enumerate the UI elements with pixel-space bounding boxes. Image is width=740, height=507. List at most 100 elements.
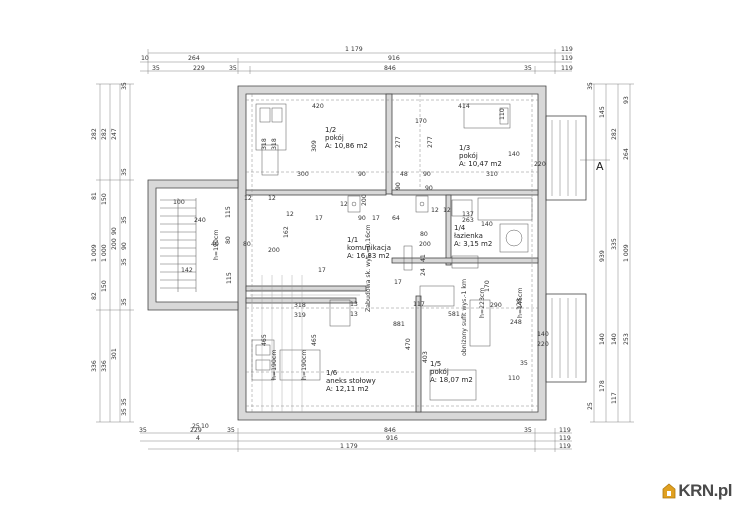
fixtures bbox=[160, 103, 533, 412]
section-mark-label: A bbox=[596, 160, 604, 173]
dim-label: 35 bbox=[524, 65, 532, 72]
right-dim-label: 1 009 bbox=[623, 244, 630, 262]
right-dim-label: 145 bbox=[599, 106, 606, 118]
interior-dim-label: 17 bbox=[372, 215, 380, 222]
interior-dim-label: 310 bbox=[486, 171, 498, 178]
left-dim-label: 1 009 bbox=[91, 244, 98, 262]
section-mark: A bbox=[580, 159, 610, 173]
left-dim-label: 90 bbox=[121, 242, 128, 250]
left-dim-label: 301 bbox=[111, 348, 118, 360]
bottom-dimension-chain: 35 229 35 846 35 119 4 916 119 1 179 119… bbox=[139, 423, 572, 452]
svg-text:1/6: 1/6 bbox=[326, 369, 338, 377]
left-dim-label: 336 bbox=[91, 360, 98, 372]
interior-dim-label: 142 bbox=[181, 267, 193, 274]
interior-dim-label: 80 bbox=[243, 241, 251, 248]
interior-dim-label: 200 bbox=[361, 194, 368, 206]
annotation-text: h=190cm bbox=[213, 230, 220, 260]
room-label-1-3: 1/3 pokój A: 10,47 m2 bbox=[459, 144, 502, 168]
left-dim-label: 150 bbox=[101, 280, 108, 292]
dim-label: 229 bbox=[193, 65, 205, 72]
dim-label: 846 bbox=[384, 65, 396, 72]
interior-dim-label: 17 bbox=[315, 215, 323, 222]
dim-label: 4 bbox=[196, 435, 200, 442]
interior-dim-label: 318 bbox=[271, 138, 278, 150]
interior-dim-label: 12 bbox=[286, 211, 294, 218]
left-dim-label: 247 bbox=[111, 128, 118, 140]
dim-label: 119 bbox=[559, 443, 571, 450]
interior-dim-label: 403 bbox=[422, 351, 429, 363]
interior-dim-label: 470 bbox=[405, 338, 412, 350]
interior-dim-label: 581 bbox=[448, 311, 460, 318]
left-dim-label: 200 bbox=[111, 238, 118, 250]
dim-label: 229 bbox=[190, 427, 202, 434]
plan-annotations: Zabudowa sk. wys.=0,16cm obniżony sufit … bbox=[213, 225, 524, 380]
interior-dim-label: 40 bbox=[211, 241, 219, 248]
dim-label: 35 bbox=[524, 427, 532, 434]
dim-label: 846 bbox=[384, 427, 396, 434]
interior-dim-label: 17 bbox=[318, 267, 326, 274]
interior-walls bbox=[245, 93, 539, 413]
interior-dim-label: 420 bbox=[312, 103, 324, 110]
interior-dim-label: 220 bbox=[534, 161, 546, 168]
interior-dim-label: 277 bbox=[395, 136, 402, 148]
left-dim-label: 81 bbox=[91, 192, 98, 200]
interior-dim-label: 90 bbox=[423, 171, 431, 178]
outer-walls bbox=[147, 85, 587, 421]
svg-text:aneks stołowy: aneks stołowy bbox=[326, 377, 376, 385]
dim-label: 264 bbox=[188, 55, 200, 62]
dim-label: 119 bbox=[559, 427, 571, 434]
interior-dim-label: 115 bbox=[225, 206, 232, 218]
svg-text:1/3: 1/3 bbox=[459, 144, 470, 152]
room-label-1-6: 1/6 aneks stołowy A: 12,11 m2 bbox=[326, 369, 376, 393]
interior-dim-label: 465 bbox=[261, 334, 268, 346]
svg-text:A: 10,47 m2: A: 10,47 m2 bbox=[459, 160, 502, 168]
dim-top-total: 1 179 bbox=[345, 46, 363, 53]
interior-dim-label: 64 bbox=[392, 215, 400, 222]
interior-dim-label: 319 bbox=[294, 312, 306, 319]
interior-dim-label: 24 bbox=[420, 268, 427, 276]
interior-dim-label: 200 bbox=[419, 241, 431, 248]
left-dim-label: 282 bbox=[91, 128, 98, 140]
interior-dim-label: 41 bbox=[420, 254, 427, 262]
interior-dim-label: 309 bbox=[311, 140, 318, 152]
right-dim-label: 178 bbox=[599, 380, 606, 392]
svg-text:A: 10,86 m2: A: 10,86 m2 bbox=[325, 142, 368, 150]
svg-text:1/5: 1/5 bbox=[430, 360, 441, 368]
house-lock-icon bbox=[662, 483, 676, 499]
left-dim-label: 35 bbox=[121, 258, 128, 266]
krn-watermark: KRN.pl bbox=[662, 481, 732, 501]
interior-dim-label: 90 bbox=[395, 182, 402, 190]
interior-dim-label: 80 bbox=[225, 236, 232, 244]
interior-dim-label: 170 bbox=[415, 118, 427, 125]
left-dim-label: 35 bbox=[121, 216, 128, 224]
dim-label: 35 bbox=[139, 427, 147, 434]
interior-dim-label: 140 bbox=[481, 221, 493, 228]
interior-dim-label: 115 bbox=[226, 272, 233, 284]
dim-label: 35 bbox=[229, 65, 237, 72]
right-dim-label: 25 bbox=[587, 402, 594, 410]
dim-label: 119 bbox=[561, 55, 573, 62]
annotation-text: obniżony sufit wys.-1 km bbox=[461, 279, 468, 356]
interior-dim-label: 90 bbox=[358, 171, 366, 178]
dim-label: 916 bbox=[388, 55, 400, 62]
interior-dim-label: 140 bbox=[508, 151, 520, 158]
interior-dim-label: 13 bbox=[350, 301, 358, 308]
interior-dim-label: 90 bbox=[358, 215, 366, 222]
left-dim-label: 35 bbox=[121, 408, 128, 416]
interior-dim-label: 110 bbox=[499, 108, 506, 120]
svg-text:A: 18,07 m2: A: 18,07 m2 bbox=[430, 376, 473, 384]
top-dimension-chain: 1 179 119 10 264 916 119 35 229 35 846 3… bbox=[140, 46, 573, 74]
interior-dim-label: 35 bbox=[520, 360, 528, 367]
right-dim-label: 140 bbox=[599, 333, 606, 345]
dim-label: 35 bbox=[152, 65, 160, 72]
left-dim-label: 82 bbox=[91, 292, 98, 300]
svg-text:pokój: pokój bbox=[325, 134, 344, 142]
annotation-text: h=145cm bbox=[517, 288, 524, 318]
right-dim-label: 35 bbox=[587, 82, 594, 90]
interior-dim-label: 465 bbox=[311, 334, 318, 346]
dim-label: 35 bbox=[227, 427, 235, 434]
